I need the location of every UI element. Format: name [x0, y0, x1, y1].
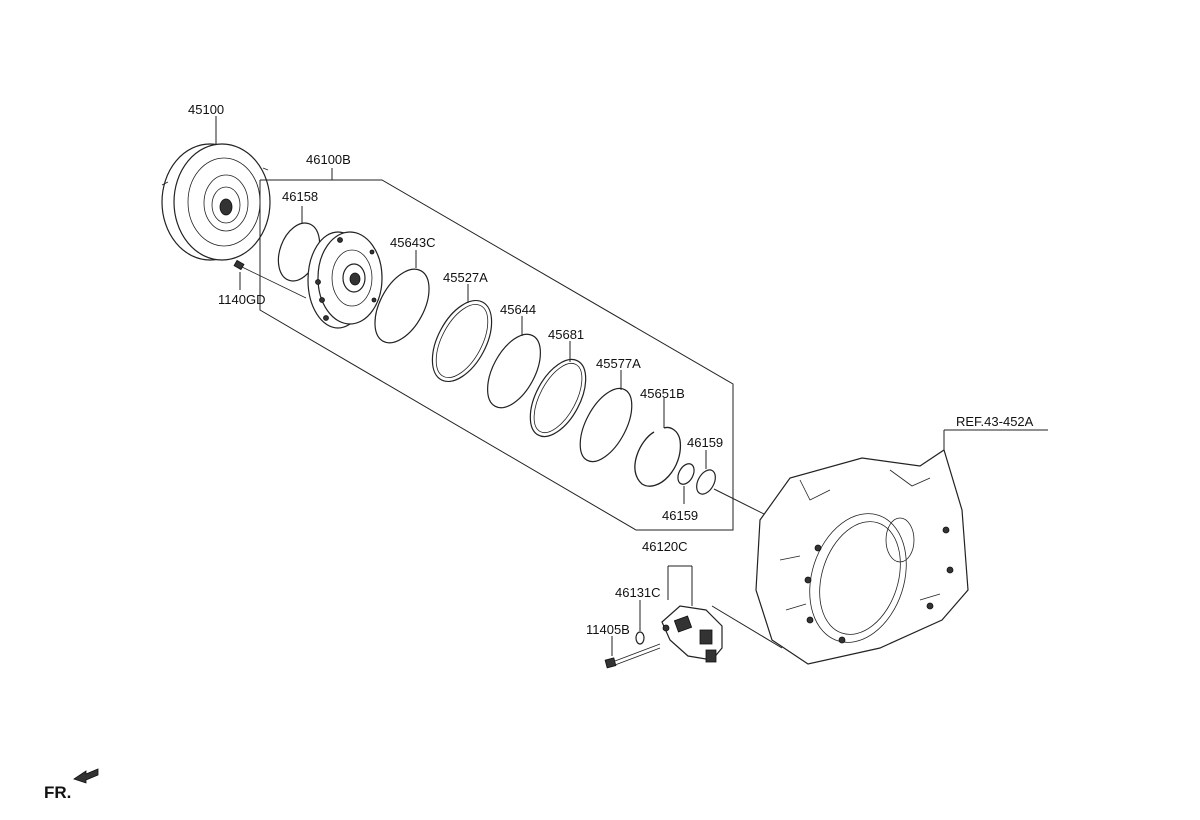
- bolt-11405b[interactable]: [604, 643, 661, 669]
- ring-45644[interactable]: [477, 326, 552, 416]
- front-marker: FR.: [44, 783, 71, 802]
- label-45577a: 45577A: [596, 356, 641, 371]
- label-45527a: 45527A: [443, 270, 488, 285]
- solenoid-valve[interactable]: [661, 605, 723, 663]
- label-46131c: 46131C: [615, 585, 661, 600]
- label-1140gd: 1140GD: [218, 292, 265, 307]
- seal-45643c[interactable]: [364, 260, 440, 351]
- label-46158: 46158: [282, 189, 318, 204]
- label-11405b: 11405B: [586, 622, 630, 637]
- label-46159-top: 46159: [687, 435, 723, 450]
- ring-45577a[interactable]: [570, 380, 643, 469]
- oring-46159-left[interactable]: [675, 461, 698, 487]
- transmission-case[interactable]: [755, 449, 969, 665]
- label-46120c: 46120C: [642, 539, 688, 554]
- label-45681: 45681: [548, 327, 584, 342]
- bolt-1140gd[interactable]: [233, 259, 307, 299]
- torque-converter[interactable]: [161, 143, 271, 261]
- label-45644: 45644: [500, 302, 536, 317]
- label-46159-bottom: 46159: [662, 508, 698, 523]
- label-46100b: 46100B: [306, 152, 351, 167]
- group-outline: [259, 179, 734, 531]
- oring-46159-right[interactable]: [693, 467, 719, 497]
- label-ref-43-452a: REF.43-452A: [956, 414, 1034, 429]
- label-45100: 45100: [188, 102, 224, 117]
- label-45643c: 45643C: [390, 235, 436, 250]
- front-arrow-icon: [73, 768, 99, 784]
- label-45651b: 45651B: [640, 386, 685, 401]
- oring-46131c[interactable]: [635, 631, 645, 645]
- snap-ring-45651b[interactable]: [634, 426, 681, 487]
- plate-45681[interactable]: [519, 351, 597, 446]
- oil-pump[interactable]: [307, 231, 383, 329]
- plate-45527a[interactable]: [420, 291, 504, 391]
